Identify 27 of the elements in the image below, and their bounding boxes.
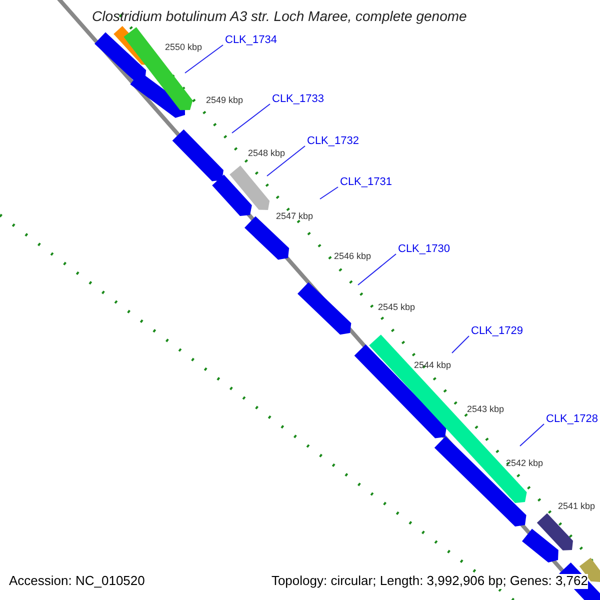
position-label: 2549 kbp [206, 95, 244, 106]
gene-label: CLK_1733 [272, 93, 324, 106]
leader-line [232, 104, 270, 134]
position-label: 2544 kbp [414, 360, 452, 370]
accession-text: Accession: NC_010520 [9, 574, 145, 589]
position-label: 2548 kbp [248, 148, 286, 158]
diagram-title: Clostridium botulinum A3 str. Loch Maree, complete genome [92, 8, 467, 24]
position-label: 2547 kbp [276, 211, 314, 222]
position-label: 2543 kbp [467, 404, 504, 414]
position-label: 2550 kbp [165, 42, 202, 52]
gene-label: CLK_1732 [307, 135, 359, 148]
leader-line [184, 44, 224, 74]
gene-label: CLK_1734 [225, 34, 277, 47]
leader-line [320, 186, 338, 200]
leader-line [452, 336, 470, 354]
leader-line [520, 424, 544, 446]
gene-label: CLK_1729 [471, 325, 523, 338]
summary-text: Topology: circular; Length: 3,992,906 bp; Genes: 3,762 [271, 574, 588, 589]
gene-label: CLK_1728 [546, 413, 598, 426]
position-label: 2545 kbp [378, 302, 416, 312]
gene-label: CLK_1731 [340, 176, 392, 189]
position-label: 2542 kbp [506, 458, 544, 468]
leader-line [358, 254, 396, 286]
position-label: 2546 kbp [334, 251, 372, 262]
leader-line [266, 146, 306, 176]
position-label: 2541 kbp [558, 501, 596, 512]
gene-label: CLK_1730 [398, 243, 450, 256]
